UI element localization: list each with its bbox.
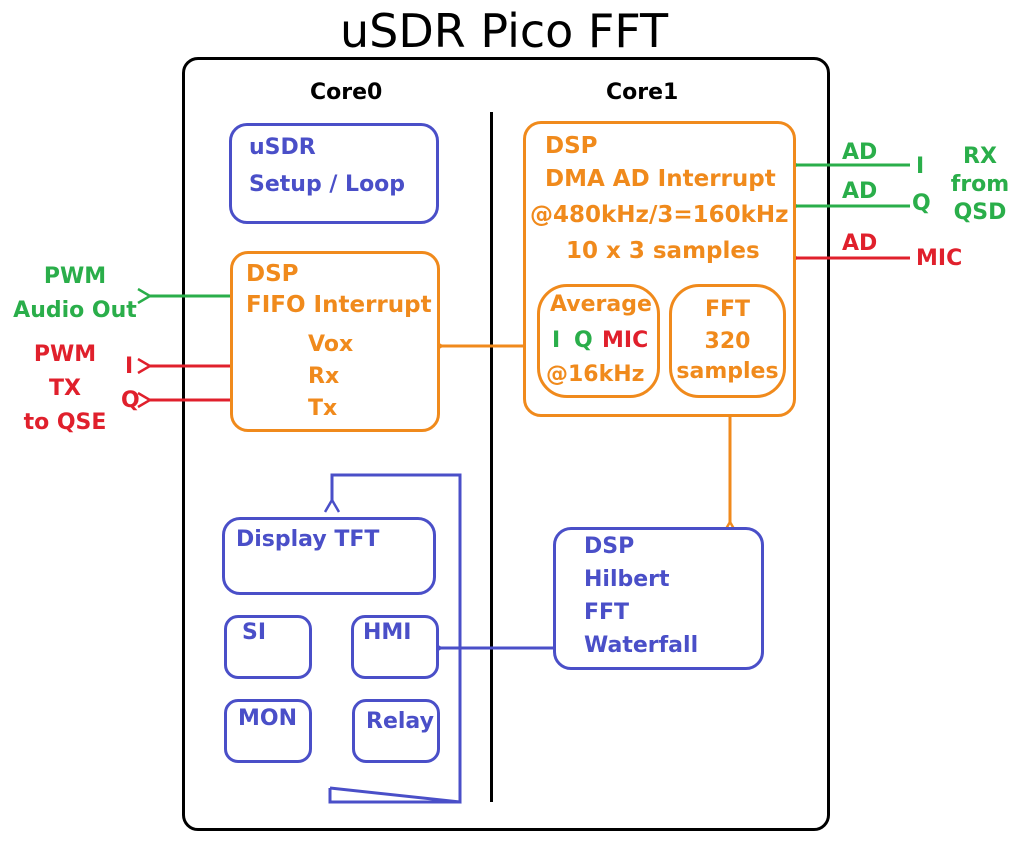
- output-q: Q: [121, 388, 140, 413]
- si-box: [224, 615, 312, 679]
- usdr-subtitle: Setup / Loop: [249, 172, 406, 197]
- ad-mic-label: AD: [842, 231, 878, 256]
- dsp-fifo-vox: Vox: [308, 332, 354, 357]
- dsp-hilbert-title: DSP: [584, 534, 635, 559]
- output-i: I: [125, 354, 134, 379]
- ad-i-label: AD: [842, 140, 878, 165]
- input-i: I: [916, 154, 925, 179]
- average-i: I: [552, 328, 561, 353]
- average-q: Q: [574, 328, 593, 353]
- pwm-audio-line1: PWM: [43, 264, 107, 289]
- dsp-dma-title: DSP: [545, 133, 598, 159]
- hmi-label: HMI: [363, 620, 412, 645]
- fft-count: 320: [704, 329, 751, 354]
- average-mic: MIC: [602, 328, 649, 353]
- dsp-hilbert-box: [553, 527, 764, 670]
- si-label: SI: [242, 620, 267, 645]
- average-box: [537, 284, 660, 398]
- fft-title: FFT: [704, 297, 751, 322]
- average-rate: @16kHz: [546, 362, 645, 387]
- dsp-dma-line3: 10 x 3 samples: [566, 238, 760, 264]
- usdr-box: [229, 123, 439, 224]
- dsp-dma-line1: DMA AD Interrupt: [545, 166, 776, 192]
- input-q: Q: [912, 191, 931, 216]
- average-title: Average: [550, 292, 652, 317]
- dsp-hilbert-line2: FFT: [584, 600, 630, 625]
- pwm-tx-line3: to QSE: [23, 410, 107, 435]
- dsp-dma-line2: @480kHz/3=160kHz: [530, 202, 789, 228]
- main-container: [182, 57, 830, 831]
- dsp-fifo-rx: Rx: [308, 364, 340, 389]
- mon-label: MON: [238, 706, 298, 731]
- relay-box: [352, 699, 440, 763]
- dsp-fifo-subtitle: FIFO Interrupt: [246, 292, 432, 318]
- dsp-hilbert-line3: Waterfall: [584, 633, 699, 658]
- core1-label: Core1: [606, 80, 679, 105]
- display-tft-label: Display TFT: [236, 527, 380, 552]
- display-tft-box: [222, 517, 436, 595]
- hmi-box: [351, 615, 439, 679]
- diagram-title: uSDR Pico FFT: [340, 4, 669, 58]
- dsp-fifo-title: DSP: [246, 261, 299, 287]
- core-divider: [490, 112, 493, 802]
- rx-source-line2: from: [950, 172, 1010, 197]
- usdr-title: uSDR: [249, 135, 316, 160]
- core0-label: Core0: [310, 80, 383, 105]
- pwm-tx-line1: PWM: [33, 342, 97, 367]
- dsp-fifo-box: [230, 251, 440, 432]
- rx-source-line1: RX: [963, 144, 997, 169]
- fft-box: [669, 284, 786, 398]
- pwm-tx-line2: TX: [49, 376, 81, 401]
- relay-label: Relay: [366, 709, 434, 734]
- input-mic: MIC: [916, 246, 963, 271]
- pwm-audio-line2: Audio Out: [13, 298, 137, 323]
- mon-box: [224, 699, 312, 763]
- loop-bracket-fix: [328, 788, 460, 804]
- rx-source-line3: QSD: [953, 200, 1007, 225]
- dsp-fifo-tx: Tx: [308, 396, 338, 421]
- ad-q-label: AD: [842, 179, 878, 204]
- dsp-hilbert-line1: Hilbert: [584, 567, 670, 592]
- fft-unit: samples: [676, 359, 779, 384]
